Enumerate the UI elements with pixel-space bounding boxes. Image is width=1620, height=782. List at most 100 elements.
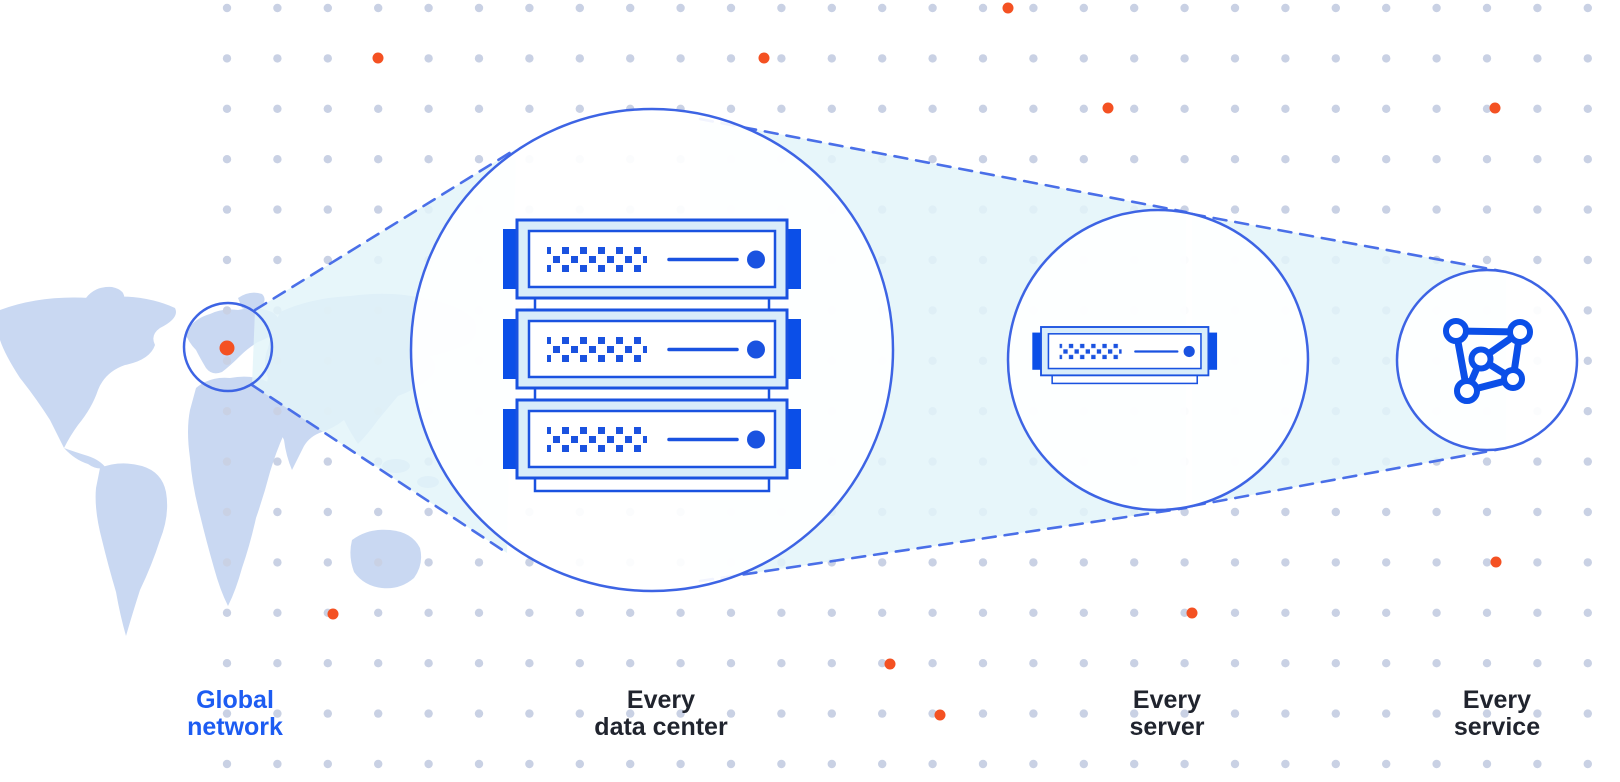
grid-dot xyxy=(374,507,383,517)
grid-dot xyxy=(1281,205,1290,214)
grid-dot xyxy=(1382,709,1391,718)
grid-dot xyxy=(1482,255,1492,265)
grid-dot xyxy=(827,608,836,617)
grid-dot xyxy=(575,608,584,617)
single-server-icon xyxy=(1031,325,1219,385)
grid-dot xyxy=(626,659,635,668)
grid-dot xyxy=(1331,709,1341,718)
grid-dot xyxy=(1533,659,1542,668)
grid-dot xyxy=(474,608,484,617)
grid-dot xyxy=(1130,558,1139,567)
stage-label-every-server: Every server xyxy=(1129,687,1204,740)
grid-dot xyxy=(626,54,635,63)
grid-dot xyxy=(1331,205,1341,214)
grid-dot xyxy=(1382,659,1391,668)
accent-dot xyxy=(884,658,896,670)
accent-dot xyxy=(1489,102,1501,114)
grid-dot xyxy=(222,457,232,466)
grid-dot xyxy=(1583,306,1593,315)
grid-dot xyxy=(1482,104,1492,114)
server-rack-stack-icon xyxy=(501,218,803,493)
grid-dot xyxy=(1331,759,1341,769)
grid-dot xyxy=(1180,507,1189,517)
grid-dot xyxy=(222,306,232,315)
accent-dot xyxy=(1490,556,1502,568)
grid-dot xyxy=(222,407,232,416)
grid-dot xyxy=(575,104,584,114)
grid-dot xyxy=(878,659,887,668)
grid-dot xyxy=(726,659,736,668)
grid-dot xyxy=(1230,659,1240,668)
grid-dot xyxy=(374,104,383,114)
grid-dot xyxy=(827,659,836,668)
grid-dot xyxy=(1281,659,1290,668)
grid-dot xyxy=(1482,507,1492,517)
grid-dot xyxy=(1533,457,1542,466)
grid-dot xyxy=(474,104,484,114)
grid-dot xyxy=(1281,709,1290,718)
grid-dot xyxy=(928,3,937,13)
grid-dot xyxy=(273,457,282,466)
grid-dot xyxy=(525,659,534,668)
grid-dot xyxy=(222,356,232,365)
accent-dot xyxy=(1102,102,1114,114)
grid-dot xyxy=(1583,205,1593,214)
grid-dot xyxy=(1432,709,1441,718)
grid-dot xyxy=(1180,709,1189,718)
grid-dot xyxy=(978,54,988,63)
grid-dot xyxy=(1079,3,1089,13)
grid-dot xyxy=(626,709,635,718)
label-line: server xyxy=(1129,712,1205,741)
grid-dot xyxy=(1180,3,1189,13)
grid-dot xyxy=(273,54,282,63)
grid-dot xyxy=(1079,659,1089,668)
grid-dot xyxy=(726,54,736,63)
grid-dot xyxy=(1180,104,1189,114)
grid-dot xyxy=(1432,507,1441,517)
dashed-line-bottom-1 xyxy=(250,383,509,555)
grid-dot xyxy=(626,759,635,769)
grid-dot xyxy=(525,54,534,63)
grid-dot xyxy=(222,558,232,567)
dashed-line-bottom-3 xyxy=(1190,446,1508,508)
grid-dot xyxy=(1432,659,1441,668)
grid-dot xyxy=(676,659,685,668)
grid-dot xyxy=(575,659,584,668)
grid-dot xyxy=(827,54,836,63)
map-focus-circle xyxy=(182,301,274,393)
grid-dot xyxy=(575,709,584,718)
grid-dot xyxy=(1482,54,1492,63)
grid-dot xyxy=(1382,54,1391,63)
grid-dot xyxy=(878,54,887,63)
grid-dot xyxy=(1079,709,1089,718)
grid-dot xyxy=(1230,709,1240,718)
grid-dot xyxy=(1331,155,1341,164)
grid-dot xyxy=(1583,255,1593,265)
dashed-line-top-2 xyxy=(698,117,1188,214)
grid-dot xyxy=(1382,104,1391,114)
grid-dot xyxy=(1482,3,1492,13)
grid-dot xyxy=(1230,759,1240,769)
grid-dot xyxy=(273,507,282,517)
grid-dot xyxy=(1230,608,1240,617)
grid-dot xyxy=(1029,558,1038,567)
grid-dot xyxy=(1331,507,1341,517)
grid-dot xyxy=(978,759,988,769)
grid-dot xyxy=(1281,558,1290,567)
grid-dot xyxy=(1029,759,1038,769)
grid-dot xyxy=(1583,659,1593,668)
grid-dot xyxy=(1130,709,1139,718)
grid-dot xyxy=(222,507,232,517)
grid-dot xyxy=(222,759,232,769)
grid-dot xyxy=(374,155,383,164)
grid-dot xyxy=(474,558,484,567)
grid-dot xyxy=(1432,608,1441,617)
grid-dot xyxy=(878,759,887,769)
grid-dot xyxy=(1079,608,1089,617)
grid-dot xyxy=(273,659,282,668)
grid-dot xyxy=(1482,659,1492,668)
grid-dot xyxy=(1180,54,1189,63)
grid-dot xyxy=(222,255,232,265)
grid-dot xyxy=(474,659,484,668)
grid-dot xyxy=(273,709,282,718)
